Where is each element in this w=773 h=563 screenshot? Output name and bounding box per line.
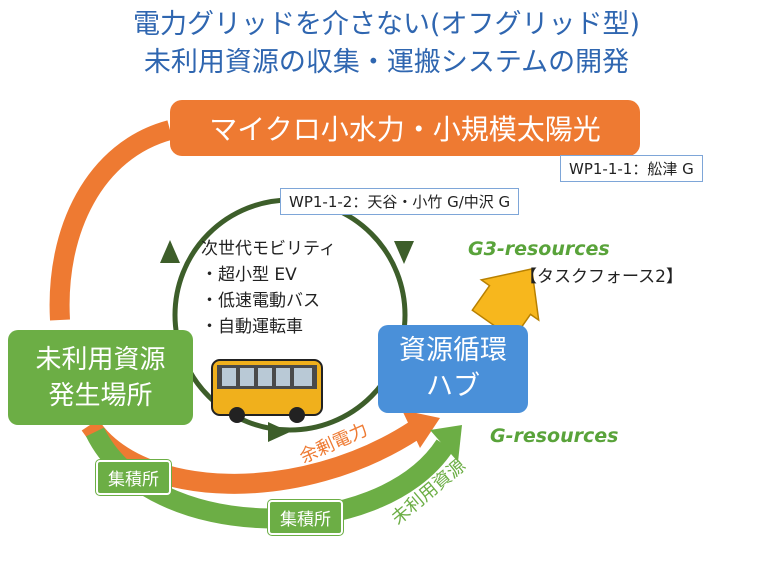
- outer-orange-arc: [49, 120, 173, 321]
- source-line-2: 発生場所: [48, 380, 153, 411]
- micro-hydro-solar-box: マイクロ小水力・小規模太陽光: [170, 100, 640, 156]
- task-force-label: 【タスクフォース2】: [520, 267, 683, 287]
- mobility-list: 次世代モビリティ ・超小型 EV ・低速電動バス ・自動運転車: [201, 236, 336, 340]
- hub-line-2: ハブ: [426, 371, 480, 402]
- orange-arrow-head: [402, 410, 440, 448]
- green-arrow-head: [430, 425, 462, 462]
- mobility-item: ・低速電動バス: [201, 291, 320, 311]
- micro-hydro-solar-label: マイクロ小水力・小規模太陽光: [209, 113, 601, 146]
- resource-hub-box: 資源循環 ハブ: [378, 325, 528, 413]
- mobility-item: ・自動運転車: [201, 317, 303, 337]
- title-line-1: 電力グリッドを介さない(オフグリッド型): [132, 9, 641, 40]
- inner-arrow-bottom: [268, 422, 290, 442]
- bus-icon: [211, 359, 323, 423]
- wp112-tag: WP1-1-2：天谷・小竹 G/中沢 G: [280, 188, 520, 215]
- collection-point-a: 集積所: [96, 460, 171, 495]
- g-resources-label: G-resources: [490, 425, 619, 447]
- title-line-2: 未利用資源の収集・運搬システムの開発: [143, 47, 630, 78]
- mobility-item: ・超小型 EV: [201, 265, 297, 285]
- hub-line-1: 資源循環: [399, 335, 507, 366]
- inner-arrow-right: [394, 241, 414, 264]
- wp111-tag: WP1-1-1：舩津 G: [560, 155, 703, 182]
- mobility-heading: 次世代モビリティ: [201, 239, 336, 259]
- inner-arrow-left: [160, 240, 180, 263]
- g3-resources-label: G3-resources: [468, 238, 610, 260]
- collection-point-b: 集積所: [268, 500, 343, 535]
- unused-resource-source-box: 未利用資源 発生場所: [8, 330, 193, 425]
- source-line-1: 未利用資源: [35, 344, 166, 375]
